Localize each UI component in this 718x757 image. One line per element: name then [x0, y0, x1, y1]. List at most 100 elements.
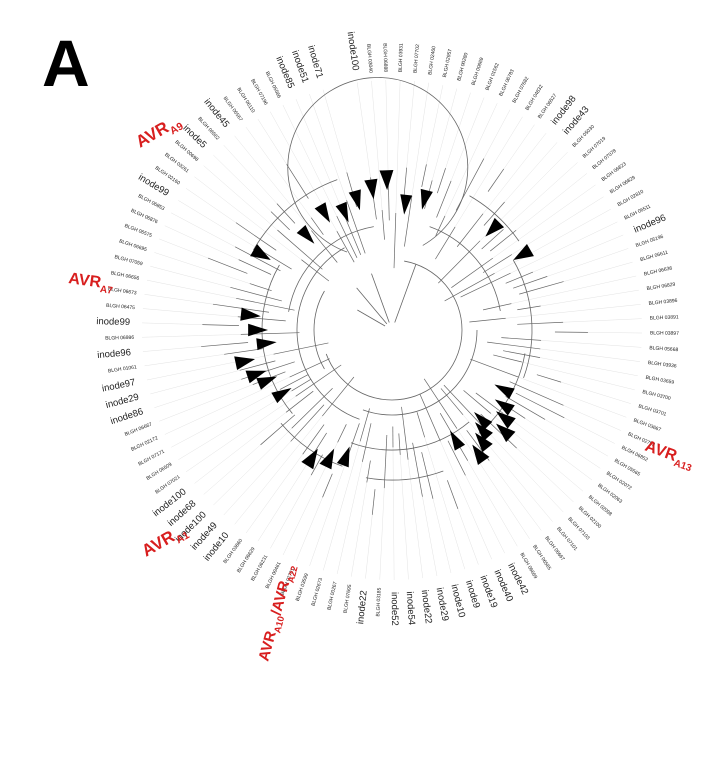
leaf-extension [270, 475, 312, 549]
collapsed-clades [234, 170, 534, 470]
leaf-extension [309, 453, 350, 567]
branch [505, 271, 534, 284]
tip-label: inode96 [632, 213, 667, 236]
tip-label: BLGH 05565 [613, 458, 641, 478]
branch [412, 442, 423, 497]
branch [447, 480, 459, 510]
branch-arc [253, 179, 338, 251]
branch [277, 229, 323, 270]
branch [291, 378, 312, 392]
branch [238, 259, 272, 275]
leaf-extension [399, 454, 409, 580]
branch [289, 358, 330, 378]
branch [483, 303, 512, 311]
leaf-extension [432, 498, 452, 574]
leaf-extension [492, 184, 596, 259]
leaf-extension [547, 248, 629, 277]
leaf-extension [411, 82, 429, 196]
tip-label: BLGH 03897 [650, 330, 679, 336]
branch [438, 240, 481, 284]
leaf-extension [540, 348, 641, 362]
leaf-extension [517, 376, 627, 418]
leaf-extension [213, 154, 272, 212]
leaf-extension [505, 304, 641, 319]
leaf-extension [234, 135, 312, 231]
leaf-extension [424, 437, 466, 570]
tip-label: inode10 [448, 583, 467, 618]
leaf-extension [159, 238, 209, 259]
leaf-extension [521, 361, 635, 391]
branch [509, 381, 564, 406]
tip-label: BLGH 07059 [114, 254, 144, 267]
leaf-extension [457, 508, 479, 565]
collapsed-clade [494, 399, 515, 416]
branch [440, 388, 464, 416]
avr-label: AVRA7 [67, 270, 115, 297]
tip-label: BLGH 06986 [105, 335, 134, 342]
tip-label: BLGH 07695 [343, 584, 354, 614]
collapsed-clade [485, 217, 505, 237]
leaf-extension [392, 447, 395, 580]
tip-label: BLGH 03896 [648, 298, 678, 307]
leaf-extension [322, 89, 348, 173]
leaf-extension [431, 88, 458, 181]
leaf-extension [323, 441, 361, 571]
tip-label: BLGH 05566 [264, 71, 282, 100]
leaf-extension [213, 428, 292, 506]
tip-label: BLGH 03667 [633, 418, 662, 434]
branch [201, 342, 249, 347]
leaf-extension [483, 109, 511, 159]
leaf-extension [356, 82, 371, 178]
branch [419, 393, 441, 442]
leaf-extension [164, 225, 239, 260]
tip-label: inode9 [463, 579, 482, 609]
tip-label: BLGH 03701 [638, 403, 668, 417]
branch [207, 257, 248, 274]
tip-label: BLGH 06829 [609, 175, 637, 196]
tip-label: BLGH 07702 [413, 44, 422, 74]
tip-label: BLGH 06667 [124, 422, 153, 438]
tip-label: BLGH 06783 [498, 68, 516, 97]
leaf-extension [532, 234, 624, 273]
tip-label: BLGH 07171 [137, 449, 166, 468]
leaf-extension [525, 418, 601, 469]
branch [421, 164, 427, 188]
branch [493, 354, 522, 363]
leaf-extension [154, 252, 250, 284]
leaf-extension [295, 99, 342, 210]
branch [348, 423, 360, 454]
branch [387, 180, 390, 221]
branch [313, 432, 327, 454]
tip-label: BLGH 03891 [650, 314, 679, 321]
branch [336, 231, 355, 263]
branch [482, 254, 513, 273]
leaf-extension [142, 346, 202, 352]
leaf-extension [223, 441, 291, 516]
leaf-extension [194, 412, 287, 484]
leaf-extension [465, 475, 505, 554]
tip-label: BLGH 07196 [249, 78, 268, 106]
branch [310, 454, 323, 476]
branch [366, 460, 371, 483]
tip-label: inode100 [345, 31, 361, 71]
tip-label: BLGH 05668 [649, 345, 678, 353]
branch-arc [512, 259, 533, 379]
branch [416, 412, 426, 438]
leaf-extension [407, 459, 423, 579]
branch [393, 212, 397, 269]
leaf-extension [144, 354, 225, 367]
leaf-extension [440, 441, 492, 560]
branch [501, 337, 542, 341]
branch [310, 217, 324, 235]
collapsed-clade [256, 338, 277, 351]
branch [371, 273, 390, 323]
branch [236, 297, 295, 311]
branch [295, 364, 342, 397]
tip-label: inode97 [101, 377, 136, 395]
branch [460, 272, 511, 298]
leaf-extension [563, 405, 621, 431]
tip-label: BLGH 03659 [645, 375, 675, 386]
leaf-extension [503, 413, 593, 481]
branch [444, 273, 495, 302]
leaf-extension [379, 488, 385, 580]
